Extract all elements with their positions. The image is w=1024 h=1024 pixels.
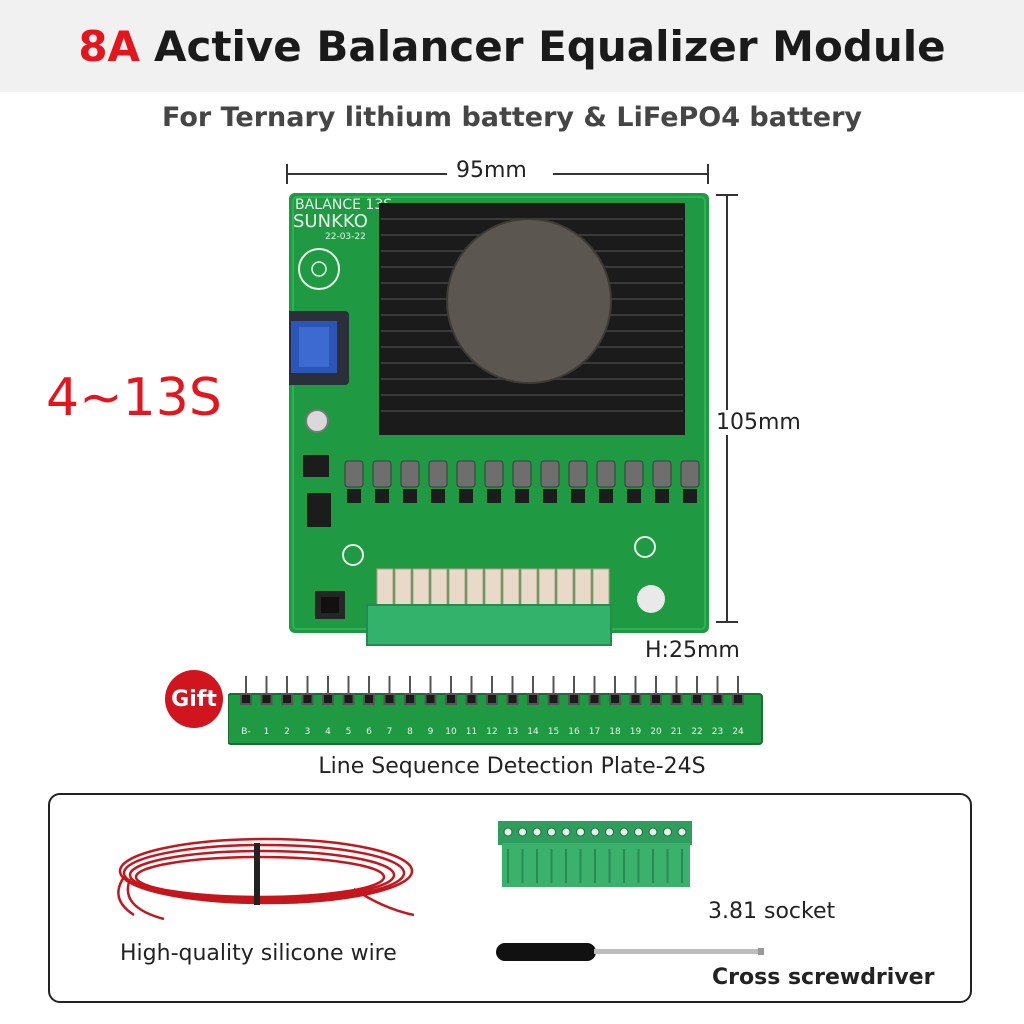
plate-pin-base [486,693,498,705]
plate-pin-base [424,693,437,705]
plate-pin-number: 7 [387,727,393,737]
accessories-box: High-quality silicone wire 3.81 socket C… [48,793,972,1003]
plate-pin-number: 9 [428,727,434,737]
plate-pin-number: 16 [568,727,580,737]
plate-pin-number: 6 [366,727,372,737]
plate-pin-base [281,693,293,705]
socket-screw-hole [590,827,600,837]
plate-pin-base [363,693,375,705]
balancer-board-image: BALANCE 13S SUNKKO 22-03-22 [289,193,709,646]
gift-badge: Gift [165,670,223,728]
plate-pin-number: 4 [325,727,331,737]
height-dimension-label: H:25mm [645,638,740,663]
plate-pin-number: 11 [466,727,477,737]
width-dimension-label: 95mm [456,158,527,183]
plate-pin-base [506,693,519,705]
plate-pin-base [527,693,539,705]
silicone-wire-image [117,837,414,921]
length-dimension-tick-bottom [716,621,738,623]
title-text: Active Balancer Equalizer Module [154,21,946,71]
plate-pin-base [383,693,396,705]
silk-date: 22-03-22 [325,232,366,242]
width-dimension-line-right [553,173,708,175]
plate-pin-number: 1 [264,727,270,737]
socket-screw-hole [518,827,527,837]
terminal-block [366,604,612,646]
mosfet-row [344,460,700,488]
subtitle: For Ternary lithium battery & LiFePO4 ba… [161,102,863,133]
plate-pin-base [547,693,560,705]
plate-pin-base [240,693,252,705]
plate-pin-number: 23 [712,727,723,737]
plate-pin-base [322,693,334,705]
plate-pin-base [465,693,478,705]
plate-pin-base [301,693,314,705]
title-banner: 8A Active Balancer Equalizer Module [0,0,1024,92]
plate-pin-base [609,693,621,705]
socket-screw-hole [648,827,658,837]
length-dimension-tick-top [716,194,738,196]
capacitor-icon [298,248,340,290]
socket-label: 3.81 socket [708,899,836,924]
socket-screw-hole [634,827,643,837]
plate-pin-number: 20 [650,727,662,737]
plate-pin-number: 21 [671,727,682,737]
socket-screw-hole [677,827,687,837]
socket-screw-hole [619,827,629,837]
plate-pin-base [404,693,416,705]
plate-pin-number: 24 [732,727,744,737]
plate-pin-number: 5 [346,727,352,737]
detection-plate-label: Line Sequence Detection Plate-24S [318,754,706,779]
length-dimension-line [726,194,728,622]
plate-pin-number: 3 [305,727,311,737]
plate-pin-number: B- [241,727,250,737]
silk-brand: SUNKKO [293,211,368,232]
socket-screw-hole [561,827,571,837]
plate-pin-base [629,693,642,705]
silicone-wire-label: High-quality silicone wire [120,941,397,966]
plate-pin-number: 22 [691,727,702,737]
title-amperage: 8A [78,21,141,71]
cell-range-label: 4~13S [46,368,222,428]
socket-screw-hole [503,827,513,837]
socket-screw-hole [532,827,542,837]
plate-pin-number: 15 [548,727,559,737]
socket-screw-hole [576,827,585,837]
socket-screw-hole [663,827,672,837]
width-dimension-tick-right [707,164,709,184]
plate-pin-base [445,693,457,705]
plate-pin-number: 17 [589,727,600,737]
plate-pin-base [260,693,273,705]
plate-pin-base [588,693,601,705]
plate-pin-number: 12 [486,727,497,737]
plate-pin-number: 14 [527,727,539,737]
socket-connector-image [498,821,692,887]
screwdriver-image [496,943,764,961]
socket-screw-hole [547,827,556,837]
width-dimension-tick-left [286,164,288,184]
plate-pin-base [691,693,703,705]
silk-model: BALANCE 13S [295,197,392,213]
width-dimension-line-left [287,173,447,175]
screwdriver-label: Cross screwdriver [712,965,935,990]
length-dimension-label: 105mm [714,410,803,435]
plate-pin-number: 10 [445,727,457,737]
plate-pin-base [732,693,744,705]
plate-pin-base [670,693,683,705]
plate-pin-base [568,693,580,705]
terminal-pins [376,568,610,606]
plate-pin-number: 18 [609,727,621,737]
heatsink-label-disc [446,218,612,384]
plate-pin-number: 19 [630,727,642,737]
plate-pin-base [650,693,662,705]
plate-pin-number: 2 [284,727,290,737]
plate-pin-base [342,693,355,705]
socket-screw-hole [605,827,614,837]
plate-pin-base [711,693,724,705]
plate-pin-number: 13 [507,727,518,737]
plate-pin-number: 8 [407,727,413,737]
